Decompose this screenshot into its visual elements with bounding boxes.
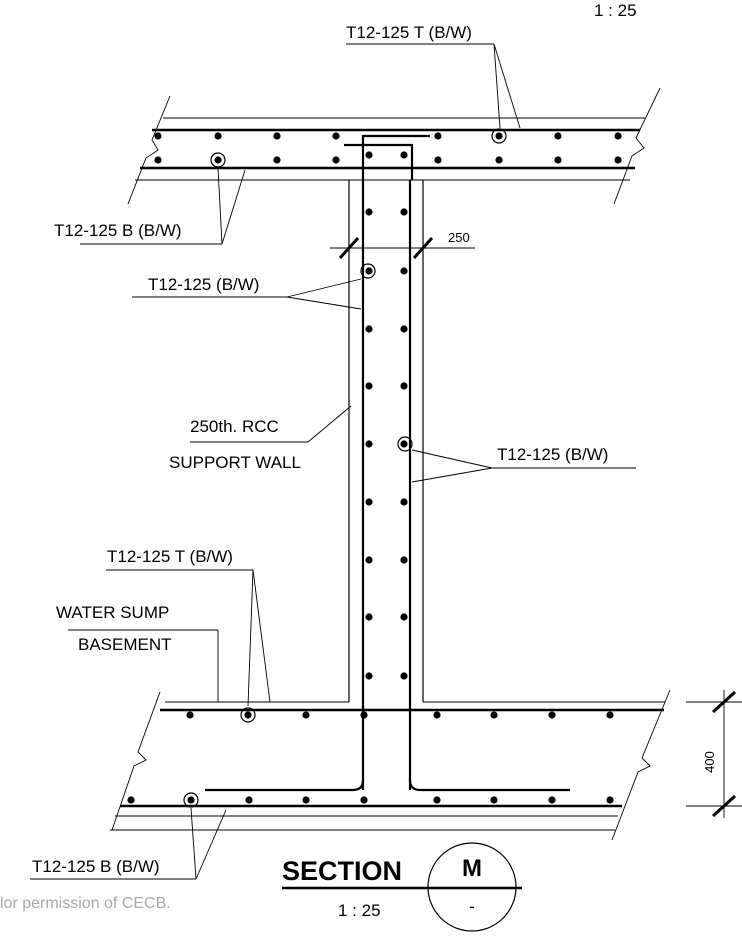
top-slab-top-bars	[154, 132, 622, 140]
rebar-dot	[495, 132, 503, 140]
base-slab	[110, 689, 671, 841]
rebar-dot	[495, 156, 503, 164]
rebar-dot	[400, 382, 408, 390]
rebar-dot	[614, 132, 622, 140]
rebar-dot	[400, 325, 408, 333]
callout-top-slab-top: T12-125 T (B/W) 1 : 25	[346, 1, 637, 129]
base-thickness-value: 400	[702, 751, 717, 773]
rebar-dot	[400, 498, 408, 506]
rebar-dot	[400, 440, 408, 448]
rebar-dot	[433, 711, 441, 719]
rebar-dot	[127, 796, 135, 804]
rebar-dot	[365, 267, 373, 275]
rebar-dot	[214, 132, 222, 140]
callout-circle-marker	[397, 436, 413, 452]
top-slab	[127, 87, 661, 205]
callout-base-slab-top: T12-125 T (B/W)	[106, 547, 271, 707]
base-thickness-dimension: 400	[686, 690, 742, 818]
rebar-dot	[490, 796, 498, 804]
rebar-dot	[433, 796, 441, 804]
wall-thickness-dimension: 250	[330, 230, 475, 260]
rebar-dot	[244, 711, 252, 719]
section-title-block: SECTION 1 : 25 M -	[282, 842, 522, 932]
wall-horizontal-bars	[365, 151, 408, 680]
rebar-dot	[365, 382, 373, 390]
rebar-dot	[365, 613, 373, 621]
section-reference-circle	[427, 842, 517, 932]
rebar-dot	[332, 156, 340, 164]
rebar-dot	[302, 711, 310, 719]
section-reference-sheet: -	[469, 897, 475, 916]
rebar-dot	[365, 672, 373, 680]
callout-sump: WATER SUMP BASEMENT	[56, 603, 219, 702]
sump-line1: WATER SUMP	[56, 603, 169, 622]
rebar-dot	[365, 325, 373, 333]
top-slab-top-label: T12-125 T (B/W)	[346, 23, 472, 42]
rebar-dot	[332, 132, 340, 140]
support-wall	[135, 151, 630, 790]
rebar-dot	[434, 132, 442, 140]
wall-desc-line2: SUPPORT WALL	[169, 453, 301, 472]
callout-top-slab-bottom: T12-125 B (B/W)	[54, 167, 246, 245]
rebar-dot	[365, 208, 373, 216]
callout-wall-description: 250th. RCC SUPPORT WALL	[169, 405, 352, 472]
rebar-dot	[214, 156, 222, 164]
callout-wall-right: T12-125 (B/W)	[411, 445, 636, 483]
base-slab-bottom-bars	[127, 796, 614, 804]
top-slab-bottom-label: T12-125 B (B/W)	[54, 221, 182, 240]
rebar-dot	[548, 711, 556, 719]
rebar-dot	[548, 796, 556, 804]
rebar-dot	[186, 711, 194, 719]
callout-wall-left: T12-125 (B/W)	[132, 275, 362, 310]
rebar-dot	[614, 156, 622, 164]
wall-right-label: T12-125 (B/W)	[497, 445, 608, 464]
rebar-dot	[360, 711, 368, 719]
footer-permission-note: lor permission of CECB.	[0, 895, 171, 912]
rebar-dot	[365, 440, 373, 448]
rebar-dot	[554, 156, 562, 164]
wall-thickness-value: 250	[448, 230, 470, 245]
rebar-dot	[154, 156, 162, 164]
callout-base-slab-bottom: T12-125 B (B/W)	[30, 807, 227, 880]
callout-circle-marker	[210, 152, 226, 168]
sump-line2: BASEMENT	[78, 635, 172, 654]
rebar-dot	[400, 556, 408, 564]
base-slab-top-bars	[186, 711, 614, 719]
rebar-dot	[400, 672, 408, 680]
callout-circle-marker	[183, 792, 199, 808]
callout-circle-marker	[240, 707, 256, 723]
rebar-dot	[434, 156, 442, 164]
rebar-dot	[245, 796, 253, 804]
rebar-dot	[187, 796, 195, 804]
rebar-dot	[302, 796, 310, 804]
base-slab-top-label: T12-125 T (B/W)	[107, 547, 233, 566]
section-title: SECTION	[282, 856, 402, 886]
callout-circle-marker	[360, 263, 376, 279]
section-reference-letter: M	[462, 855, 482, 882]
rebar-dot	[154, 132, 162, 140]
wall-left-label: T12-125 (B/W)	[148, 275, 259, 294]
rebar-dot	[273, 132, 281, 140]
rebar-dot	[365, 556, 373, 564]
rebar-dot	[554, 132, 562, 140]
rebar-dot	[400, 613, 408, 621]
rebar-dot	[490, 711, 498, 719]
rebar-dot	[365, 498, 373, 506]
rebar-dot	[606, 711, 614, 719]
rebar-dot	[360, 796, 368, 804]
wall-desc-line1: 250th. RCC	[190, 417, 279, 436]
rebar-dot	[606, 796, 614, 804]
rebar-dot	[400, 151, 408, 159]
base-slab-bottom-label: T12-125 B (B/W)	[32, 857, 160, 876]
top-slab-bottom-bars	[154, 156, 622, 164]
rebar-dot	[365, 151, 373, 159]
section-scale: 1 : 25	[338, 901, 381, 920]
rebar-dot	[400, 267, 408, 275]
rebar-dot	[273, 156, 281, 164]
rebar-dot	[400, 208, 408, 216]
callout-circle-marker	[491, 128, 507, 144]
top-scale-label: 1 : 25	[594, 1, 637, 20]
